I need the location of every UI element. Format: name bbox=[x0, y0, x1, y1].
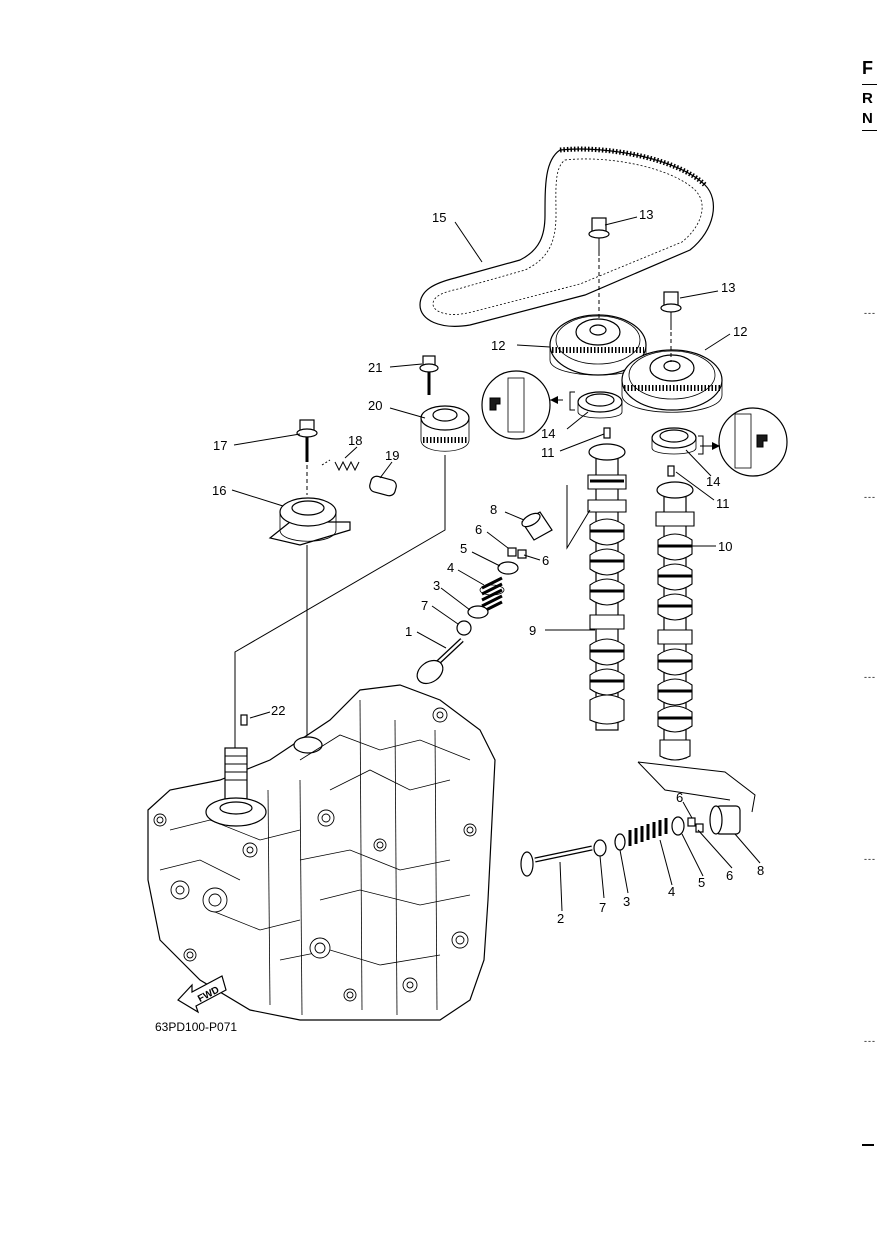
callout-2: 2 bbox=[557, 911, 564, 926]
margin-marker: --- bbox=[864, 672, 876, 682]
margin-marker: --- bbox=[864, 854, 876, 864]
alignment-line-crank bbox=[234, 455, 446, 790]
callout-4: 4 bbox=[447, 560, 454, 575]
tensioner-rod bbox=[369, 475, 397, 497]
callout-5: 5 bbox=[698, 875, 705, 890]
dowel-pin-block bbox=[240, 714, 248, 726]
callout-7: 7 bbox=[421, 598, 428, 613]
callout-9: 9 bbox=[529, 623, 536, 638]
callout-11: 11 bbox=[716, 496, 730, 511]
valve-cotter-lower bbox=[687, 817, 704, 833]
callout-5: 5 bbox=[460, 541, 467, 556]
callout-18: 18 bbox=[348, 433, 362, 448]
callout-10: 10 bbox=[718, 539, 732, 554]
idler-pulley-bolt bbox=[419, 355, 439, 395]
cylinder-block bbox=[147, 684, 496, 1021]
spring-retainer-lower bbox=[671, 816, 685, 836]
spring-seat-lower bbox=[614, 833, 626, 851]
leader-lines bbox=[231, 216, 761, 912]
callout-14: 14 bbox=[541, 426, 555, 441]
tensioner-spring bbox=[321, 459, 360, 472]
exhaust-valve bbox=[520, 845, 593, 877]
callout-14: 14 bbox=[706, 474, 720, 489]
callout-13: 13 bbox=[721, 280, 735, 295]
tab-letter-f: F bbox=[862, 58, 873, 78]
callout-1: 1 bbox=[405, 624, 412, 639]
tensioner-bolt bbox=[296, 419, 318, 495]
spring-retainer-upper bbox=[497, 561, 519, 575]
valve-lifter-lower bbox=[709, 805, 741, 835]
valve-spring-lower bbox=[628, 818, 668, 846]
callout-6: 6 bbox=[676, 790, 683, 805]
callout-3: 3 bbox=[623, 894, 630, 909]
callout-6: 6 bbox=[542, 553, 549, 568]
oil-seal-left bbox=[577, 391, 623, 419]
belt-tensioner bbox=[268, 497, 351, 546]
callout-7: 7 bbox=[599, 900, 606, 915]
tab-letter-r: R bbox=[862, 90, 873, 107]
crankshaft-pulley bbox=[420, 405, 470, 452]
dowel-pin-right bbox=[667, 465, 675, 477]
callout-labels: 15 13 13 12 12 14 14 11 11 10 9 8 8 6 6 … bbox=[212, 207, 764, 926]
valve-lifter-upper bbox=[521, 511, 553, 541]
margin-marker: --- bbox=[864, 1036, 876, 1046]
valve-stem-seal-lower bbox=[593, 839, 607, 857]
timing-belt bbox=[419, 146, 714, 327]
pulley-bolt-right bbox=[660, 291, 682, 362]
callout-20: 20 bbox=[368, 398, 382, 413]
callout-19: 19 bbox=[385, 448, 399, 463]
detail-bracket-lower bbox=[637, 761, 756, 813]
detail-bracket-lower-2 bbox=[637, 761, 731, 801]
margin-marker: --- bbox=[864, 492, 876, 502]
tab-rule bbox=[862, 130, 877, 131]
callout-3: 3 bbox=[433, 578, 440, 593]
camshaft-intake bbox=[655, 481, 695, 761]
seal-detail-bubble-left bbox=[481, 370, 575, 440]
dowel-pin-left bbox=[603, 427, 611, 439]
callout-15: 15 bbox=[432, 210, 446, 225]
tab-letter-n: N bbox=[862, 110, 873, 127]
camshaft-exhaust bbox=[587, 443, 627, 731]
callout-4: 4 bbox=[668, 884, 675, 899]
callout-21: 21 bbox=[368, 360, 382, 375]
callout-22: 22 bbox=[271, 703, 285, 718]
valve-cotter-upper bbox=[507, 547, 527, 559]
callout-6: 6 bbox=[726, 868, 733, 883]
callout-12: 12 bbox=[733, 324, 747, 339]
detail-bracket-upper bbox=[566, 485, 591, 550]
tab-rule bbox=[862, 84, 877, 85]
valve-stem-seal-upper bbox=[456, 620, 472, 636]
margin-marker: --- bbox=[864, 308, 876, 318]
valve-spring-upper bbox=[479, 576, 505, 614]
callout-12: 12 bbox=[491, 338, 505, 353]
camshaft-pulley-right bbox=[621, 349, 723, 413]
callout-17: 17 bbox=[213, 438, 227, 453]
callout-8: 8 bbox=[757, 863, 764, 878]
callout-11: 11 bbox=[541, 445, 555, 460]
callout-16: 16 bbox=[212, 483, 226, 498]
oil-seal-right bbox=[651, 427, 697, 455]
seal-detail-bubble-right bbox=[698, 407, 788, 477]
callout-13: 13 bbox=[639, 207, 653, 222]
intake-valve bbox=[416, 638, 464, 685]
spring-seat-upper bbox=[467, 605, 489, 619]
callout-6: 6 bbox=[475, 522, 482, 537]
tab-rule-bottom bbox=[862, 1144, 874, 1146]
drawing-code: 63PD100-P071 bbox=[155, 1020, 237, 1034]
camshaft-pulley-left bbox=[549, 314, 647, 376]
callout-8: 8 bbox=[490, 502, 497, 517]
